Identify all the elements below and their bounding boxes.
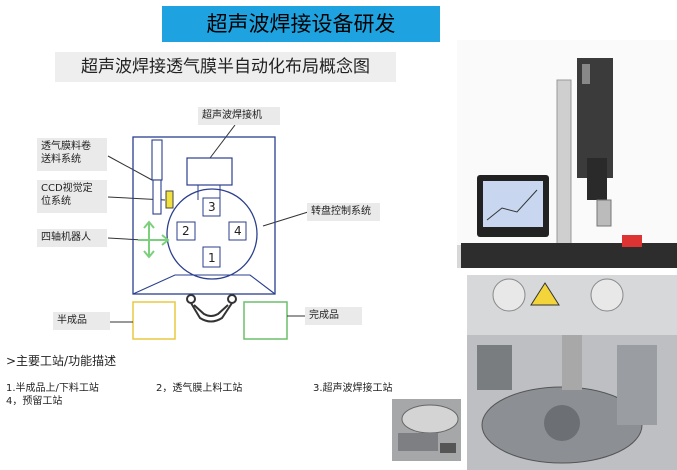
stations-heading: >主要工站/功能描述 bbox=[6, 354, 117, 368]
automation-line-photo bbox=[467, 275, 677, 470]
label-film-feed-line1: 透气膜料卷 bbox=[41, 141, 91, 152]
leader-line-film bbox=[107, 155, 153, 181]
leader-line-welder bbox=[206, 124, 236, 163]
fixture-closeup-photo bbox=[392, 399, 461, 461]
machine-frame bbox=[132, 136, 276, 295]
robot-arrow-icon bbox=[138, 220, 170, 259]
semi-product-box bbox=[132, 301, 176, 340]
turntable-pos-box-1 bbox=[202, 246, 221, 268]
label-turntable-control: 转盘控制系统 bbox=[307, 203, 380, 221]
label-ccd-line2: 位系统 bbox=[41, 196, 71, 207]
label-ccd-line1: CCD视觉定 bbox=[41, 183, 93, 194]
turntable-pos-3: 3 bbox=[208, 200, 216, 214]
ccd-marker bbox=[165, 190, 174, 209]
label-robot: 四轴机器人 bbox=[37, 229, 107, 247]
leader-line-robot bbox=[107, 237, 144, 241]
label-finished-product: 完成品 bbox=[305, 307, 362, 325]
label-film-feed-line2: 送料系统 bbox=[41, 154, 81, 165]
turntable-pos-box-3 bbox=[202, 197, 221, 217]
turntable-pos-2: 2 bbox=[182, 224, 190, 238]
welder-block bbox=[186, 157, 233, 186]
label-semi-product: 半成品 bbox=[53, 312, 110, 330]
operator-handle bbox=[186, 294, 237, 323]
leader-line-turntable bbox=[262, 211, 309, 227]
label-ccd: CCD视觉定 位系统 bbox=[37, 180, 107, 213]
station-item-4: 4，预留工站 bbox=[6, 396, 63, 407]
diagram-subtitle: 超声波焊接透气膜半自动化布局概念图 bbox=[55, 52, 396, 82]
page-title: 超声波焊接设备研发 bbox=[162, 6, 440, 42]
station-item-3: 3.超声波焊接工站 bbox=[313, 383, 393, 394]
welder-machine-photo bbox=[457, 40, 677, 268]
station-item-1: 1.半成品上/下料工站 bbox=[6, 383, 99, 394]
film-feed-tower bbox=[151, 139, 163, 181]
turntable-circle bbox=[166, 188, 258, 280]
turntable-pos-box-4 bbox=[228, 221, 247, 241]
label-ultrasonic-welder: 超声波焊接机 bbox=[198, 107, 280, 125]
turntable-pos-4: 4 bbox=[234, 224, 242, 238]
finished-product-box bbox=[243, 301, 288, 340]
turntable-pos-box-2 bbox=[176, 221, 196, 241]
turntable-pos-1: 1 bbox=[208, 251, 216, 265]
label-film-feed: 透气膜料卷 送料系统 bbox=[37, 138, 107, 171]
station-item-2: 2，透气膜上料工站 bbox=[156, 383, 243, 394]
